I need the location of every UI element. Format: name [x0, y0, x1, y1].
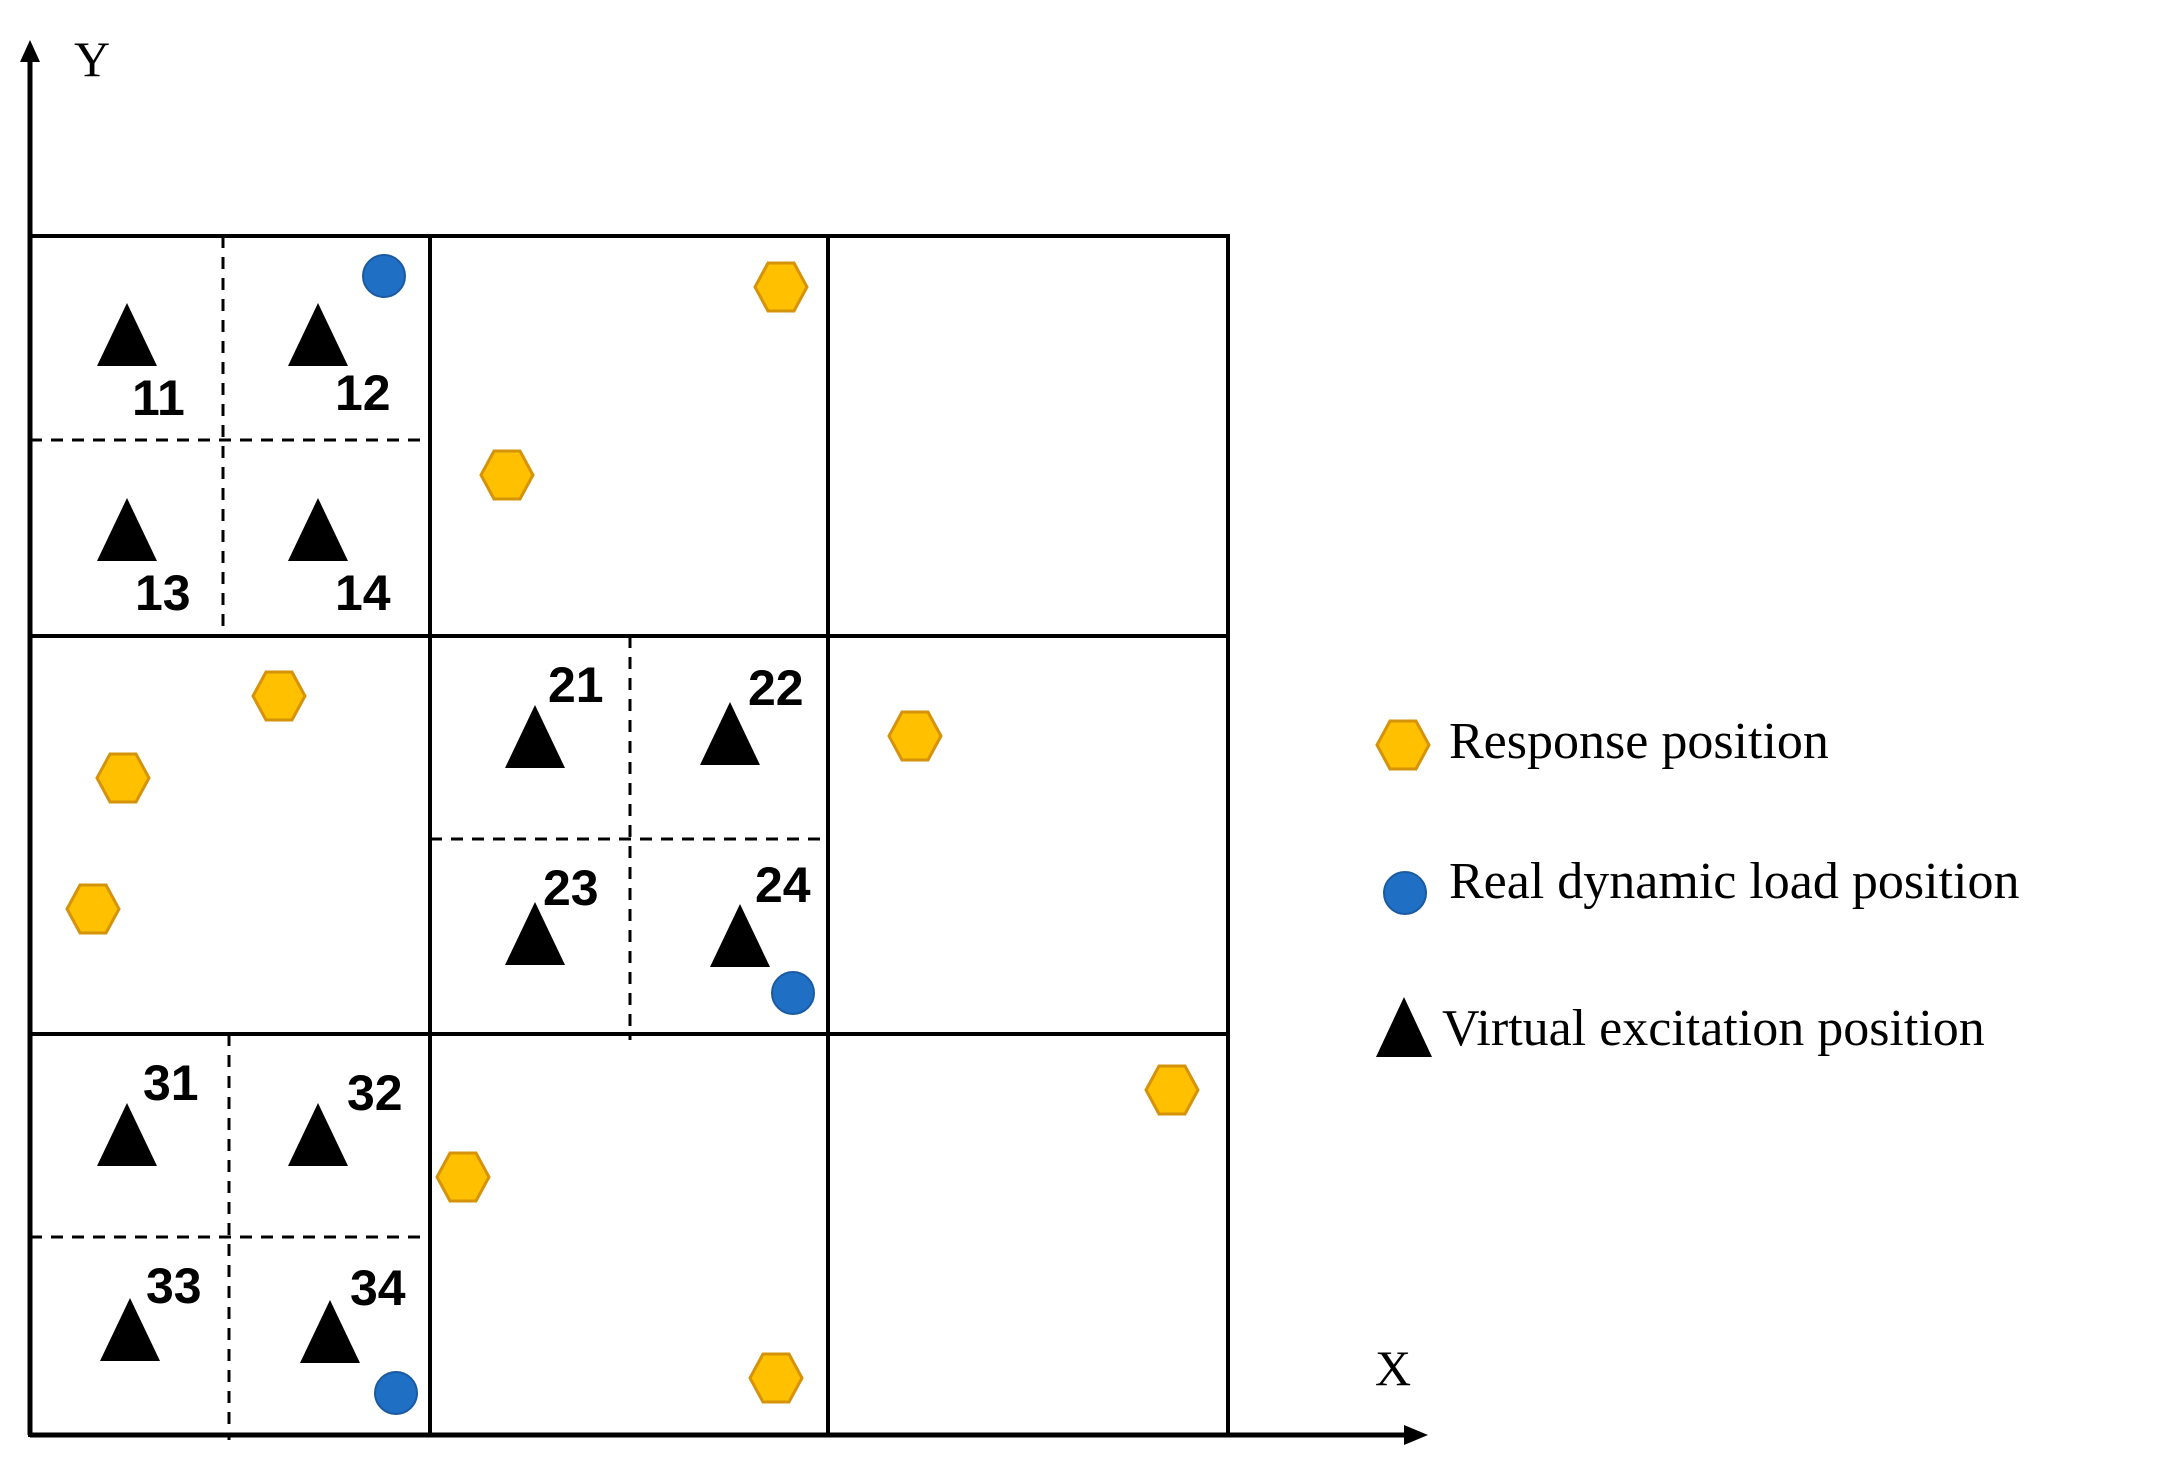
excitation-label-14: 14 [335, 565, 391, 621]
excitation-label-21: 21 [548, 657, 604, 713]
legend-response-label: Response position [1449, 713, 1829, 770]
triangle-marker [288, 303, 348, 366]
hexagon-marker [435, 1151, 491, 1203]
hexagon-marker [65, 883, 121, 935]
excitation-label-13: 13 [135, 565, 191, 621]
real-load-positions [362, 254, 815, 1415]
hexagon-marker [95, 752, 151, 804]
excitation-label-22: 22 [748, 660, 804, 716]
hexagon-marker [1144, 1064, 1200, 1116]
hexagon-marker [748, 1352, 804, 1404]
circle-marker [771, 971, 815, 1015]
triangle-marker [97, 303, 157, 366]
hexagon-marker [251, 670, 307, 722]
legend-hexagon-icon [1375, 719, 1431, 771]
circle-marker [374, 1371, 418, 1415]
sub-grid-dashed [30, 236, 828, 1440]
triangle-marker [700, 702, 760, 765]
legend-virtual-excitation-label: Virtual excitation position [1442, 1000, 1985, 1057]
x-axis-label: X [1375, 1340, 1411, 1396]
y-axis-label: Y [74, 31, 110, 87]
excitation-label-11: 11 [132, 370, 185, 426]
hexagon-marker [753, 261, 809, 313]
legend: Response position Real dynamic load posi… [1375, 713, 2019, 1057]
circle-marker [362, 254, 406, 298]
triangle-marker [97, 1103, 157, 1166]
hexagon-marker [887, 710, 943, 762]
y-axis-arrowhead [20, 40, 40, 62]
triangle-marker [288, 1103, 348, 1166]
excitation-label-33: 33 [146, 1258, 202, 1314]
excitation-label-23: 23 [543, 860, 599, 916]
grid-outer-border [28, 234, 1230, 1437]
x-axis-arrowhead [1404, 1425, 1428, 1445]
triangle-marker [100, 1298, 160, 1361]
legend-circle-icon [1383, 871, 1427, 915]
virtual-excitations: 11 12 13 14 21 22 23 24 31 32 33 34 [97, 303, 811, 1363]
legend-triangle-icon [1376, 997, 1432, 1057]
triangle-marker [710, 904, 770, 967]
triangle-marker [300, 1300, 360, 1363]
excitation-label-24: 24 [755, 857, 811, 913]
response-positions [65, 261, 1200, 1404]
triangle-marker [97, 498, 157, 561]
excitation-label-12: 12 [335, 365, 391, 421]
triangle-marker [288, 498, 348, 561]
hexagon-marker [479, 449, 535, 501]
triangle-marker [505, 705, 565, 768]
excitation-label-32: 32 [347, 1065, 403, 1121]
excitation-label-31: 31 [143, 1055, 199, 1111]
excitation-label-34: 34 [350, 1260, 406, 1316]
triangle-marker [505, 902, 565, 965]
legend-real-load-label: Real dynamic load position [1449, 853, 2019, 910]
